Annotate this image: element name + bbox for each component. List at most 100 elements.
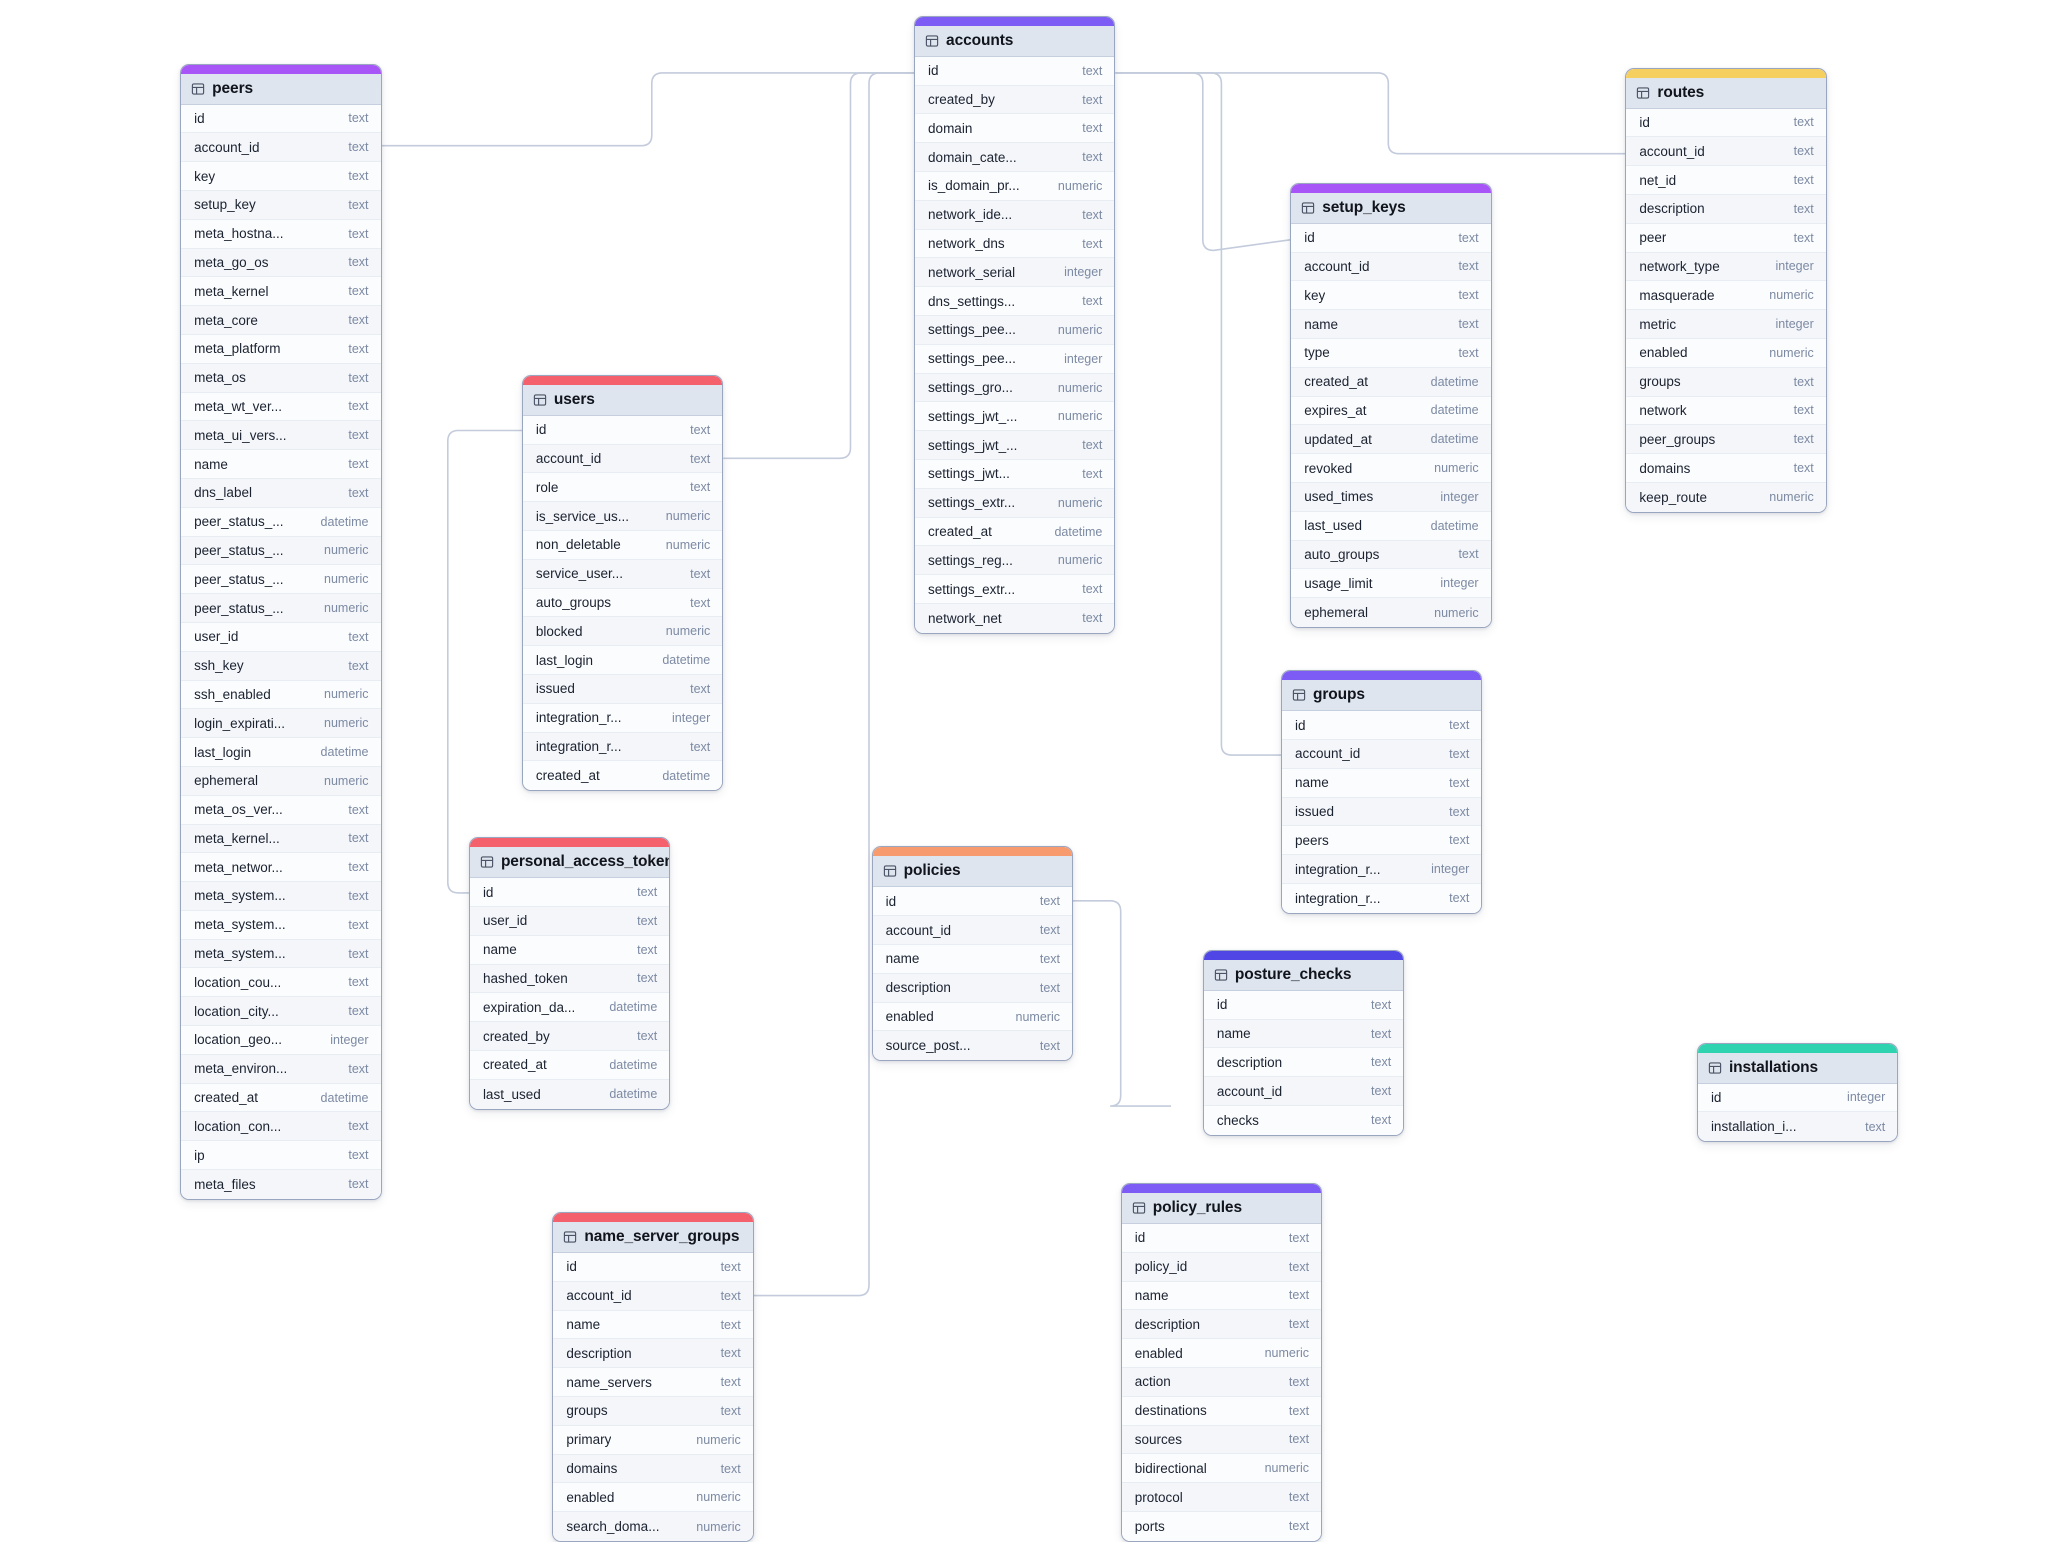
column-row[interactable]: location_city...text (181, 997, 381, 1027)
column-row[interactable]: settings_jwt_...text (915, 431, 1115, 461)
table-header-routes[interactable]: routes (1626, 77, 1826, 109)
table-header-installations[interactable]: installations (1697, 1052, 1898, 1084)
table-header-posture_checks[interactable]: posture_checks (1203, 959, 1404, 991)
table-header-accounts[interactable]: accounts (915, 25, 1115, 57)
column-row[interactable]: meta_system...text (181, 882, 381, 911)
column-row[interactable]: installation_i...text (1697, 1112, 1898, 1142)
column-row[interactable]: peer_status_...datetime (181, 507, 381, 537)
column-row[interactable]: service_user...text (522, 559, 723, 589)
column-row[interactable]: settings_jwt_...numeric (915, 402, 1115, 432)
column-row[interactable]: meta_ui_vers...text (181, 421, 381, 451)
column-row[interactable]: integration_r...text (1281, 884, 1482, 913)
column-row[interactable]: settings_extr...text (915, 575, 1115, 605)
column-row[interactable]: meta_wt_ver...text (181, 392, 381, 422)
column-row[interactable]: is_domain_pr...numeric (915, 172, 1115, 201)
column-row[interactable]: peer_status_...numeric (181, 565, 381, 595)
table-header-users[interactable]: users (522, 384, 723, 416)
column-row[interactable]: integration_r...integer (1281, 855, 1482, 885)
column-row[interactable]: settings_reg...numeric (915, 546, 1115, 576)
column-row[interactable]: settings_jwt...text (915, 460, 1115, 489)
column-row[interactable]: meta_system...text (181, 910, 381, 940)
table-header-name_server_groups[interactable]: name_server_groups (553, 1222, 753, 1254)
column-row[interactable]: dns_settings...text (915, 287, 1115, 317)
table-header-policy_rules[interactable]: policy_rules (1121, 1192, 1322, 1224)
table-header-policies[interactable]: policies (872, 856, 1072, 888)
column-row[interactable]: meta_environ...text (181, 1054, 381, 1084)
column-row[interactable]: is_service_us...numeric (522, 502, 723, 532)
column-row[interactable]: location_cou...text (181, 968, 381, 998)
column-row[interactable]: source_post...text (872, 1031, 1072, 1061)
column-row[interactable]: meta_system...text (181, 939, 381, 969)
column-row[interactable]: meta_kernel...text (181, 824, 381, 854)
